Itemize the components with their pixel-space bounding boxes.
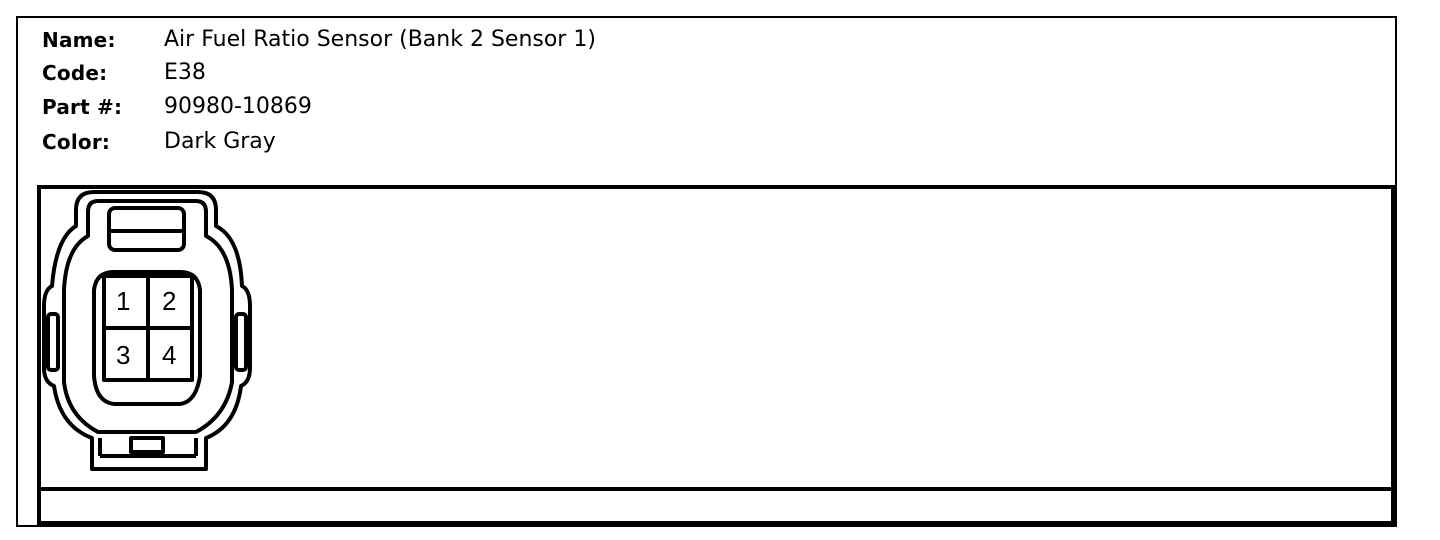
terminal-cavity	[92, 270, 202, 406]
color-value: Dark Gray	[164, 129, 276, 154]
code-value: E38	[164, 60, 206, 85]
connector-housing-outer	[42, 190, 252, 471]
name-value: Air Fuel Ratio Sensor (Bank 2 Sensor 1)	[164, 27, 596, 52]
pin-2-label: 2	[162, 286, 176, 316]
pin-1-label: 1	[116, 286, 130, 316]
pin-3-label: 3	[116, 340, 130, 370]
connector-face-illustration: 1 2 3 4	[42, 190, 252, 471]
color-label: Color:	[42, 130, 111, 154]
code-label: Code:	[42, 61, 108, 85]
connector-footer-panel	[37, 487, 1395, 525]
part-value: 90980-10869	[164, 94, 312, 119]
part-label: Part #:	[42, 95, 123, 119]
connector-bottom-key	[129, 436, 165, 454]
connector-card	[16, 16, 1397, 527]
connector-left-rib	[46, 312, 60, 372]
connector-housing-inner	[62, 199, 234, 434]
name-label: Name:	[42, 28, 116, 52]
connector-right-rib	[234, 312, 248, 372]
pin-4-label: 4	[162, 340, 176, 370]
